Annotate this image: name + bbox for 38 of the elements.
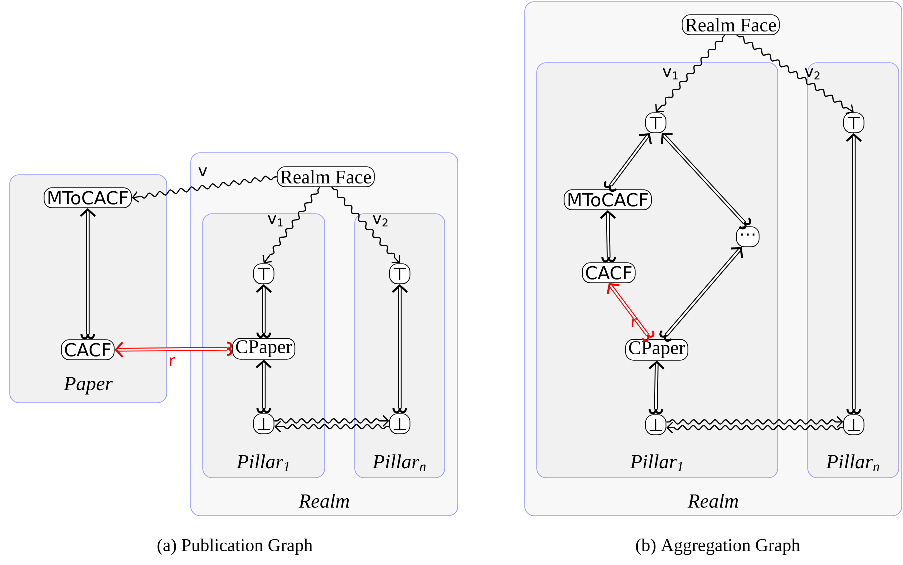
wavy-arrow — [274, 415, 390, 427]
wavy-arrow — [736, 34, 854, 114]
double-arrow — [114, 342, 232, 358]
double-arrow — [606, 283, 655, 342]
edge-label: v$_{1}$ — [268, 215, 283, 227]
wavy-arrow — [656, 35, 726, 113]
double-arrow — [256, 284, 272, 338]
edge-label: v — [198, 168, 208, 176]
wavy-arrow — [262, 187, 320, 264]
edge-label: v$_{2}$ — [373, 215, 388, 227]
double-arrow — [648, 360, 665, 415]
double-arrow — [660, 247, 744, 342]
double-arrow — [80, 208, 96, 340]
caption: (a) Publication Graph — [158, 538, 313, 556]
wavy-arrow — [332, 187, 400, 264]
wavy-arrow — [666, 416, 844, 428]
wavy-arrow — [274, 421, 390, 433]
term-box: CPaper — [232, 338, 296, 360]
double-arrow — [256, 360, 272, 414]
edge-label: v$_{1}$ — [663, 68, 678, 80]
double-arrow — [392, 284, 408, 414]
term-box: Realm Face — [682, 14, 780, 36]
edge-label: r — [632, 318, 638, 328]
double-arrow — [846, 133, 862, 415]
term-box: Realm Face — [277, 166, 375, 188]
term-box: CACF — [582, 262, 636, 284]
wavy-arrow — [132, 176, 278, 203]
edge-label: r — [170, 358, 176, 366]
double-arrow — [604, 133, 652, 192]
term-box: MToCACF — [44, 188, 132, 208]
double-arrow — [661, 133, 752, 230]
term-box: MToCACF — [564, 190, 652, 210]
wavy-arrow — [666, 422, 844, 434]
caption: (b) Aggregation Graph — [636, 538, 800, 556]
edge-label: v$_{2}$ — [805, 68, 820, 80]
double-arrow — [600, 210, 616, 263]
term-box: CACF — [61, 340, 115, 360]
term-box: CPaper — [625, 339, 689, 361]
